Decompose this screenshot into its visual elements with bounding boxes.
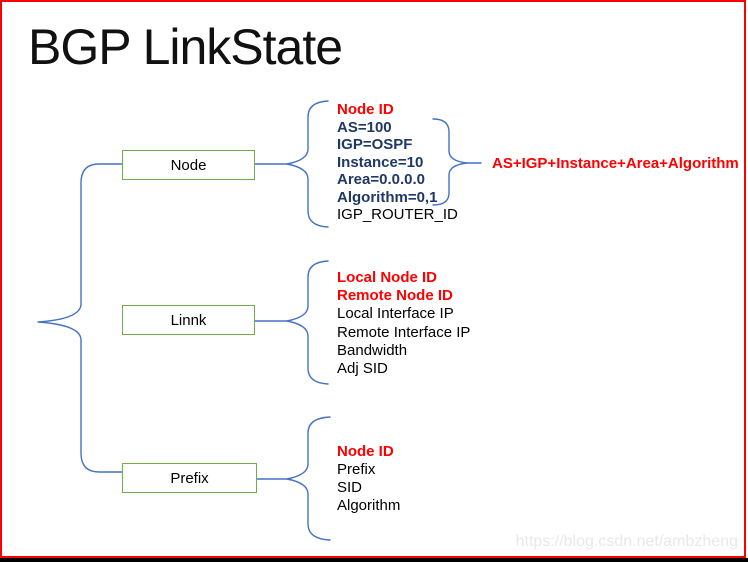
bottom-black-bar: [0, 558, 748, 562]
node-box-label: Node: [170, 156, 207, 174]
node-attr-instance: Instance=10: [337, 153, 424, 171]
prefix-attr-prefix: Prefix: [337, 461, 376, 478]
prefix-attr-node-id: Node ID: [337, 443, 394, 460]
node-attribute-list: Node ID AS=100 IGP=OSPF Instance=10 Area…: [337, 101, 458, 224]
prefix-box: Prefix: [122, 463, 257, 493]
link-attr-adj-sid: Adj SID: [337, 360, 388, 378]
prefix-attribute-list: Node ID Prefix SID Algorithm: [337, 443, 400, 515]
link-attr-local-node-id: Local Node ID: [337, 269, 438, 286]
node-box: Node: [122, 150, 255, 180]
link-attr-local-if-ip: Local Interface IP: [337, 305, 454, 323]
node-attr-area: Area=0.0.0.0: [337, 171, 425, 188]
node-attr-algorithm: Algorithm=0,1: [337, 188, 438, 206]
page-title: BGP LinkState: [28, 19, 343, 75]
prefix-attr-sid: SID: [337, 479, 363, 496]
csdn-watermark: https://blog.csdn.net/ambzheng: [515, 533, 738, 550]
link-box-label: Linnk: [170, 311, 207, 329]
node-key-annotation: AS+IGP+Instance+Area+Algorithm: [492, 155, 739, 172]
link-box: Linnk: [122, 305, 255, 335]
prefix-attr-algorithm: Algorithm: [337, 497, 401, 514]
link-attr-bandwidth: Bandwidth: [337, 341, 408, 359]
node-attr-igp-router-id: IGP_ROUTER_ID: [337, 206, 458, 223]
link-attr-remote-if-ip: Remote Interface IP: [337, 323, 471, 341]
node-attr-as: AS=100: [337, 118, 392, 136]
link-attr-remote-node-id: Remote Node ID: [337, 287, 453, 305]
link-attribute-list: Local Node ID Remote Node ID Local Inter…: [337, 269, 470, 378]
node-attr-igp: IGP=OSPF: [337, 136, 413, 153]
prefix-box-label: Prefix: [170, 469, 209, 487]
node-attr-node-id: Node ID: [337, 101, 394, 118]
